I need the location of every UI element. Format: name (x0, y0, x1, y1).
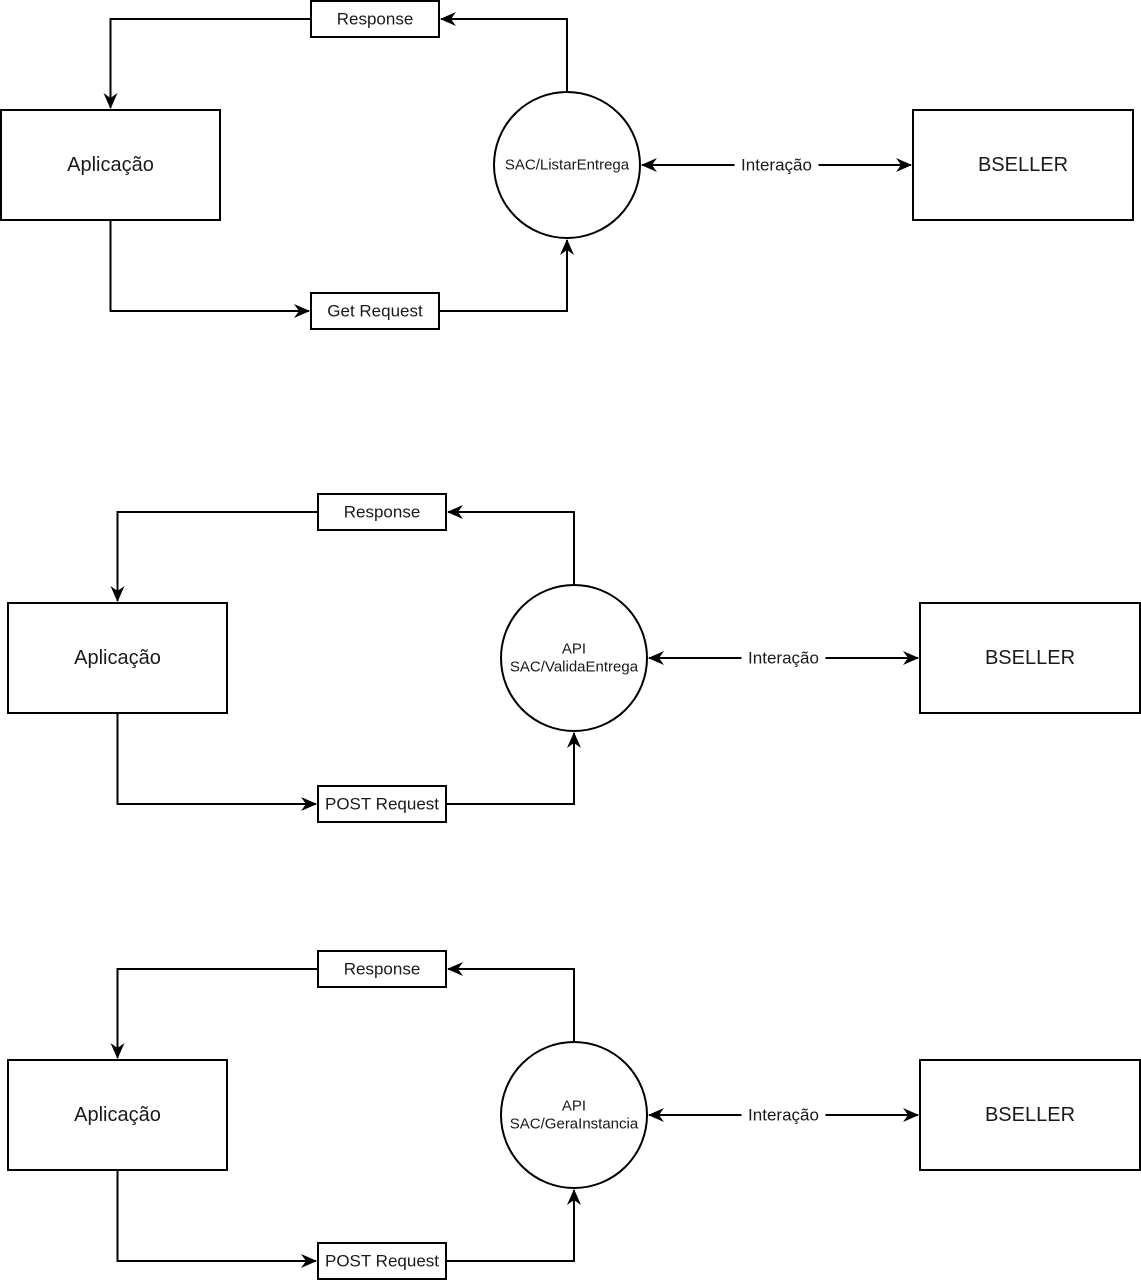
endpoint-label: API (562, 1098, 586, 1115)
arrowhead-left-icon (641, 158, 657, 172)
endpoint-circle (500, 584, 648, 732)
arrowhead-right-icon (301, 1254, 317, 1268)
application-node[interactable]: Aplicação (7, 602, 228, 714)
response-to-app-edge (116, 968, 318, 1058)
arrowhead-left-icon (447, 962, 463, 976)
external-system-label: BSELLER (985, 647, 1075, 669)
arrowhead-left-icon (440, 12, 456, 26)
arrowhead-up-icon (560, 239, 574, 255)
response-edge (448, 511, 575, 585)
request-box (310, 292, 440, 330)
response-box (310, 0, 440, 38)
endpoint-label: SAC/GeraInstancia (510, 1116, 639, 1133)
application-label: Aplicação (67, 154, 154, 176)
interaction-label-bg (741, 1104, 826, 1126)
external-system-label: BSELLER (978, 154, 1068, 176)
request-node[interactable]: POST Request (317, 1242, 447, 1280)
arrowhead-right-icon (903, 1108, 919, 1122)
external-system-node[interactable]: BSELLER (919, 1059, 1141, 1171)
request-node[interactable]: POST Request (317, 785, 447, 823)
arrowhead-right-icon (301, 797, 317, 811)
response-node[interactable]: Response (317, 950, 447, 988)
interaction-label: Interação (748, 1106, 819, 1125)
interaction-label-group: Interação (741, 647, 826, 669)
external-system-box (912, 109, 1134, 221)
response-edge (441, 18, 568, 92)
endpoint-circle (500, 1041, 648, 1189)
arrowhead-up-icon (567, 1189, 581, 1205)
app-to-request-edge (116, 713, 316, 805)
arrowhead-up-icon (567, 732, 581, 748)
arrowhead-left-icon (648, 651, 664, 665)
external-system-node[interactable]: BSELLER (919, 602, 1141, 714)
request-label: POST Request (325, 1252, 439, 1271)
request-to-endpoint-edge (446, 1190, 575, 1262)
request-to-endpoint-edge (446, 733, 575, 805)
request-label: POST Request (325, 795, 439, 814)
response-node[interactable]: Response (317, 493, 447, 531)
interaction-label: Interação (741, 156, 812, 175)
application-box (7, 1059, 228, 1171)
external-system-box (919, 602, 1141, 714)
endpoint-label: SAC/ListarEntrega (505, 157, 630, 174)
application-box (0, 109, 221, 221)
external-system-label: BSELLER (985, 1104, 1075, 1126)
response-to-app-edge (109, 18, 311, 108)
external-system-box (919, 1059, 1141, 1171)
application-label: Aplicação (74, 647, 161, 669)
interaction-label: Interação (748, 649, 819, 668)
interaction-label-group: Interação (734, 154, 819, 176)
application-label: Aplicação (74, 1104, 161, 1126)
response-edge (448, 968, 575, 1042)
response-box (317, 950, 447, 988)
application-node[interactable]: Aplicação (7, 1059, 228, 1171)
arrowhead-left-icon (648, 1108, 664, 1122)
response-box (317, 493, 447, 531)
arrowhead-down-icon (110, 1043, 125, 1059)
external-system-node[interactable]: BSELLER (912, 109, 1134, 221)
response-label: Response (344, 503, 421, 522)
response-node[interactable]: Response (310, 0, 440, 38)
response-label: Response (337, 10, 414, 29)
arrowhead-right-icon (903, 651, 919, 665)
arrowhead-right-icon (896, 158, 912, 172)
arrowhead-down-icon (103, 93, 118, 109)
request-box (317, 785, 447, 823)
interaction-label-bg (734, 154, 819, 176)
endpoint-circle (493, 91, 641, 239)
endpoint-node[interactable]: SAC/ListarEntrega (493, 91, 641, 239)
app-to-request-edge (116, 1170, 316, 1262)
request-box (317, 1242, 447, 1280)
application-box (7, 602, 228, 714)
request-node[interactable]: Get Request (310, 292, 440, 330)
arrowhead-left-icon (447, 505, 463, 519)
interaction-label-group: Interação (741, 1104, 826, 1126)
app-to-request-edge (109, 220, 309, 312)
endpoint-label: SAC/ValidaEntrega (510, 659, 639, 676)
application-node[interactable]: Aplicação (0, 109, 221, 221)
arrowhead-down-icon (110, 586, 125, 602)
interaction-label-bg (741, 647, 826, 669)
response-label: Response (344, 960, 421, 979)
request-to-endpoint-edge (439, 240, 568, 312)
response-to-app-edge (116, 511, 318, 601)
request-label: Get Request (327, 302, 423, 321)
endpoint-label: API (562, 641, 586, 658)
arrowhead-right-icon (294, 304, 310, 318)
